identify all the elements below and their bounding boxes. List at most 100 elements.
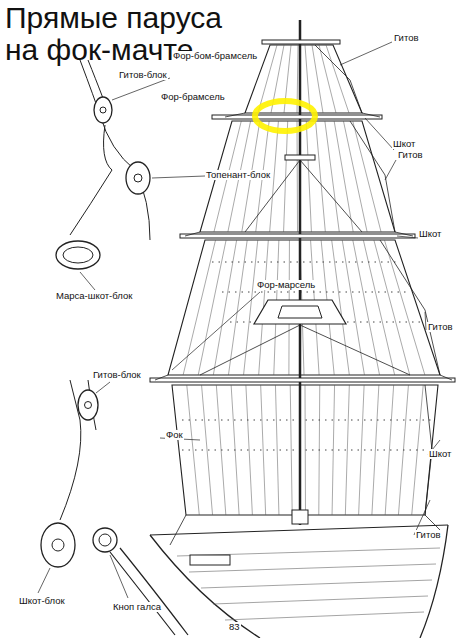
part-label: Шкот-блок [18, 596, 66, 606]
bow-rail [420, 525, 448, 638]
deck-edge [150, 525, 448, 535]
rope [362, 113, 380, 117]
sail-seam [359, 385, 365, 515]
yard [150, 378, 455, 382]
tack-rope [110, 548, 188, 635]
reef-points [222, 292, 410, 293]
topsail [168, 240, 440, 375]
sail-seam [374, 240, 410, 375]
leader-line [152, 176, 205, 178]
sheave [100, 107, 106, 113]
sail-seam [334, 121, 353, 232]
sail-seam [342, 240, 364, 375]
sail-seam [244, 240, 258, 375]
leader-line [96, 382, 110, 393]
tack-knot [93, 528, 117, 552]
part-label: Топенант-блок [205, 170, 271, 180]
sails [168, 45, 440, 515]
deck-plank [201, 580, 432, 588]
tack-knot-core [99, 534, 111, 546]
rope [350, 121, 395, 232]
leader-line [365, 118, 394, 150]
part-label: Шкот [392, 139, 416, 149]
sail-seam [316, 121, 326, 232]
part-label: Фор-брамсель [160, 92, 226, 102]
gitov-block [78, 390, 98, 420]
sail-seam [246, 385, 253, 515]
leader-line [397, 236, 418, 238]
deck-plank [225, 612, 424, 620]
sail-seam [353, 121, 381, 232]
part-label: Шкот [428, 449, 452, 459]
crosstrees [285, 155, 315, 160]
part-label: Гитов-блок [118, 70, 168, 80]
sail-seam [290, 385, 292, 515]
part-label: Гитов [397, 150, 424, 160]
topenant-block [126, 162, 150, 194]
course-sail [172, 385, 438, 515]
sheave [134, 174, 142, 182]
rope [315, 45, 362, 113]
part-label: Фок [165, 430, 184, 440]
part-label: Фор-марсель [256, 280, 316, 290]
reef-points [182, 420, 432, 421]
sail-seam [202, 385, 213, 515]
rope [395, 232, 413, 236]
yard [180, 234, 415, 238]
part-label: Фор-бом-брамсель [172, 51, 258, 61]
sail-seam [198, 240, 226, 375]
leader-line [385, 160, 396, 180]
rope [200, 325, 300, 375]
part-label: Кноп галса [112, 602, 162, 612]
sail-seam [343, 121, 367, 232]
leader-line [340, 42, 392, 65]
mast-step [292, 510, 308, 524]
leader-line [38, 568, 50, 593]
yard [262, 40, 340, 44]
rope [80, 60, 150, 240]
gitov-block [94, 97, 112, 123]
rope [300, 160, 362, 232]
part-label: Марса-шкот-блок [55, 291, 133, 301]
sail-seam [385, 385, 394, 515]
rope [300, 325, 410, 375]
bow [150, 525, 448, 638]
part-label: Гитов-блок [92, 370, 142, 380]
sail-seam [319, 45, 336, 113]
leader-line [425, 312, 426, 330]
sail-seam [306, 121, 311, 232]
sail-seam [384, 240, 424, 375]
fighting-top [254, 300, 346, 324]
yard [212, 115, 382, 119]
part-label: Шкот [418, 229, 442, 239]
top-opening [278, 306, 322, 318]
rope [225, 113, 245, 117]
sail-seam [326, 45, 349, 113]
sail-seam [275, 385, 279, 515]
deck-plank [213, 596, 428, 604]
rope [425, 515, 440, 530]
block-details [38, 42, 440, 635]
hatch [190, 555, 230, 565]
part-label: Гитов [393, 33, 420, 43]
rope [170, 515, 186, 545]
topgallant-sail [200, 121, 395, 232]
mast-and-yards [150, 20, 455, 525]
rope [380, 240, 440, 375]
sheave [52, 539, 64, 551]
leader-line [80, 272, 95, 290]
rope [155, 375, 168, 380]
leader-line [172, 292, 260, 370]
sail-seam [363, 240, 394, 375]
rigging [155, 45, 452, 545]
sheet-block [41, 523, 75, 567]
rope [70, 125, 112, 235]
rope [185, 232, 200, 236]
reef-points [182, 450, 430, 451]
sail-seam [213, 240, 236, 375]
sheave [85, 402, 92, 409]
block-loop [63, 247, 93, 263]
page-number: 83 [228, 622, 241, 632]
marsa-sheet-block [56, 241, 100, 269]
